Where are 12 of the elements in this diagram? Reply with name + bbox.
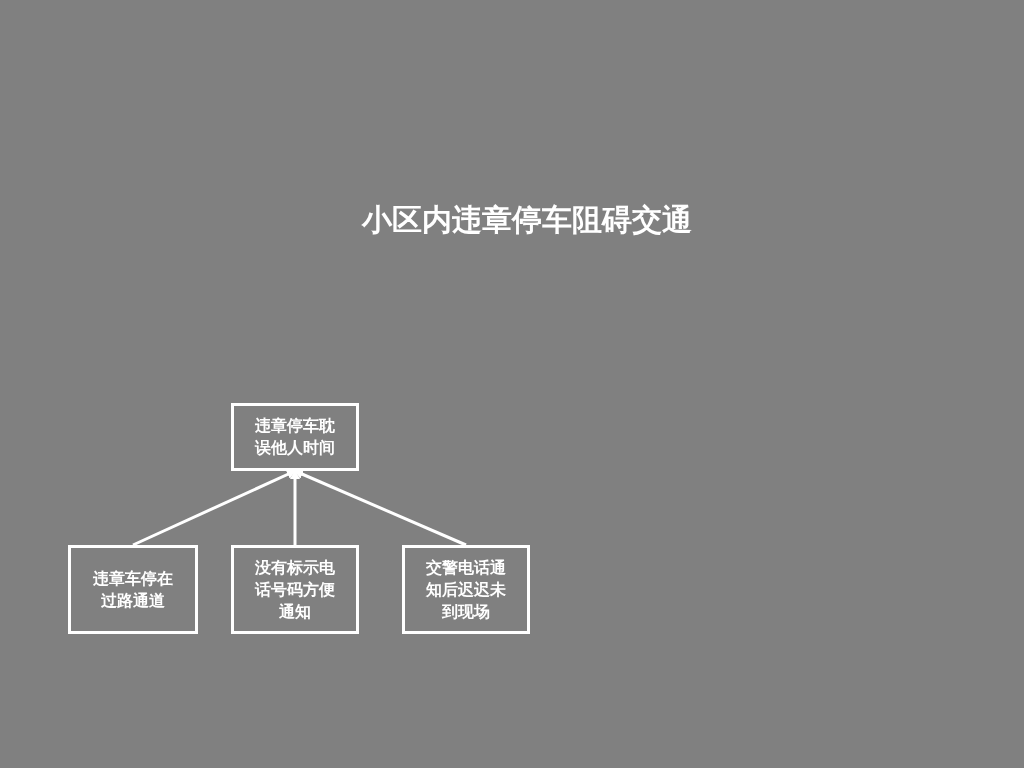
arrow (290, 470, 300, 545)
box-text: 违章停车耽误他人时间 (254, 415, 336, 459)
box-text: 违章车停在过路通道 (92, 567, 174, 612)
arrow (294, 469, 467, 547)
cause-box (402, 545, 530, 634)
cause-box (231, 403, 359, 471)
cause-box (231, 545, 359, 634)
cause-box (68, 545, 198, 634)
arrow (132, 469, 296, 547)
box-text: 没有标示电话号码方便通知 (254, 556, 336, 623)
box-text: 交警电话通知后迟迟未到现场 (425, 556, 507, 623)
title: 小区内违章停车阻碍交通 (360, 201, 693, 239)
